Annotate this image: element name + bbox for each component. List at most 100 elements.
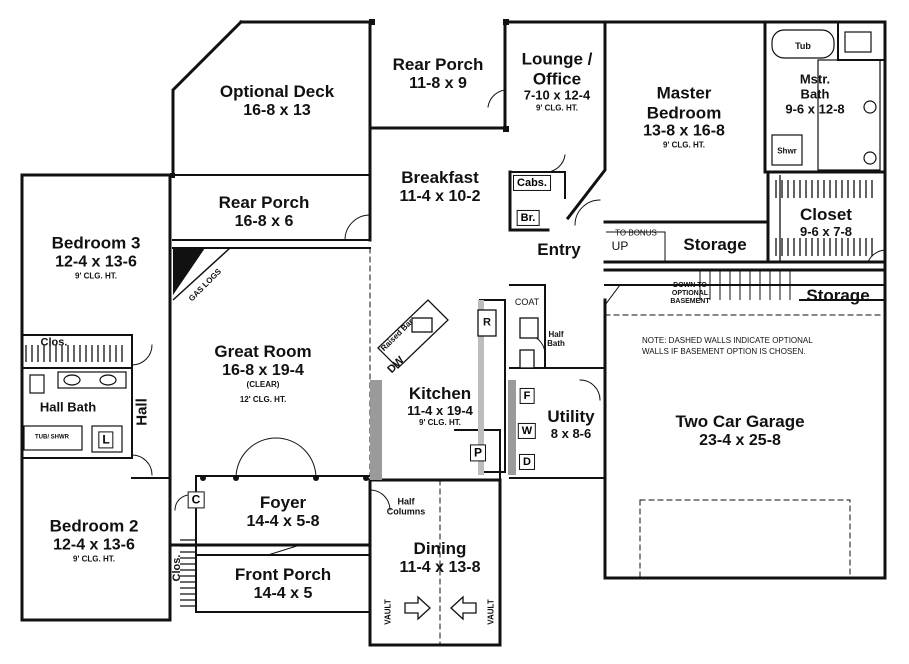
label-pantry: P xyxy=(469,444,487,462)
room-dims: 12-4 x 13-6 xyxy=(55,252,137,270)
room-name: Bedroom 2 xyxy=(49,516,139,536)
room-dims: 16-8 x 19-4 xyxy=(222,361,304,379)
label-dryer: D xyxy=(519,453,535,471)
room-name: Hall Bath xyxy=(39,399,97,415)
room-dims: 14-4 x 5-8 xyxy=(246,512,320,530)
room-dims: 16-8 x 6 xyxy=(234,212,294,230)
room-name: Optional Deck xyxy=(219,82,335,102)
room-dims: 12-4 x 13-6 xyxy=(53,535,135,553)
room-rear-porch-mid: Rear Porch 16-8 x 6 xyxy=(219,193,310,231)
label-to-bonus: TO BONUS xyxy=(615,228,657,238)
basement-note: NOTE: DASHED WALLS INDICATE OPTIONAL WAL… xyxy=(642,336,813,358)
room-name: Closet xyxy=(800,204,852,224)
label-coat: COAT xyxy=(514,296,540,307)
room-kitchen: Kitchen 11-4 x 19-4 9' CLG. HT. xyxy=(407,384,473,428)
label-freezer: F xyxy=(519,387,535,405)
label-half-columns: Half Columns xyxy=(387,497,426,518)
room-ceiling-height: 9' CLG. HT. xyxy=(419,418,461,428)
label-washer: W xyxy=(517,422,537,440)
room-name: Bedroom 3 xyxy=(51,233,141,253)
label-refrigerator: R xyxy=(483,316,491,329)
room-front-porch: Front Porch 14-4 x 5 xyxy=(235,565,331,603)
room-dims: 13-8 x 16-8 xyxy=(643,122,725,140)
room-dims: 11-4 x 19-4 xyxy=(407,402,473,418)
label-linen: L xyxy=(98,431,114,449)
label-broom-closet: Br. xyxy=(516,209,540,227)
room-name: Master xyxy=(656,83,712,103)
room-name: Mstr. xyxy=(799,71,831,87)
room-dims: 16-8 x 13 xyxy=(243,101,311,119)
room-half-bath: Half Bath xyxy=(547,330,565,348)
room-master-bath: Mstr. Bath 9-6 x 12-8 xyxy=(785,71,845,118)
room-ceiling-height: 9' CLG. HT. xyxy=(75,271,117,281)
room-name: Breakfast xyxy=(401,168,479,188)
room-hall: Hall xyxy=(133,398,151,426)
room-name: Rear Porch xyxy=(392,55,484,75)
room-closet: Closet 9-6 x 7-8 xyxy=(800,205,852,239)
room-storage-lower: Storage xyxy=(806,286,869,306)
label-down-basement-line2: OPTIONAL xyxy=(671,289,709,297)
room-name: Dining xyxy=(413,539,467,559)
room-storage-upper: Storage xyxy=(683,235,746,255)
room-name: Utility xyxy=(547,406,595,426)
room-foyer: Foyer 14-4 x 5-8 xyxy=(247,493,320,531)
room-dims: 8 x 8-6 xyxy=(550,425,592,441)
room-name: Storage xyxy=(806,286,870,306)
label-closet-c: C xyxy=(187,491,205,509)
room-breakfast: Breakfast 11-4 x 10-2 xyxy=(400,168,481,206)
room-dims: 7-10 x 12-4 xyxy=(523,87,591,103)
basement-note-line1: NOTE: DASHED WALLS INDICATE OPTIONAL xyxy=(642,336,813,345)
room-name-2: Bath xyxy=(547,339,565,348)
room-great-room: Great Room 16-8 x 19-4 (CLEAR) 12' CLG. … xyxy=(214,342,311,404)
room-dims: 23-4 x 25-8 xyxy=(699,431,781,449)
room-name: Foyer xyxy=(259,493,307,513)
room-name: Half xyxy=(548,329,564,339)
room-dims: 11-4 x 10-2 xyxy=(399,187,481,205)
room-dims: 14-4 x 5 xyxy=(253,584,313,602)
label-up: UP xyxy=(611,239,629,254)
room-name-2: Bath xyxy=(800,86,830,102)
room-name: Lounge / xyxy=(521,49,593,69)
room-master-bedroom: Master Bedroom 13-8 x 16-8 9' CLG. HT. xyxy=(643,84,725,151)
room-dims: 9-6 x 12-8 xyxy=(785,101,845,117)
room-name: Great Room xyxy=(214,341,312,361)
room-name: Storage xyxy=(683,235,747,255)
room-name: Two Car Garage xyxy=(675,412,805,432)
room-garage: Two Car Garage 23-4 x 25-8 xyxy=(675,412,804,450)
room-name: Rear Porch xyxy=(218,193,310,213)
room-rear-porch-top: Rear Porch 11-8 x 9 xyxy=(393,55,484,93)
room-bedroom-3: Bedroom 3 12-4 x 13-6 9' CLG. HT. xyxy=(52,233,141,280)
label-tub: Tub xyxy=(795,40,811,51)
room-name-2: Bedroom xyxy=(646,103,722,123)
room-dims: 9-6 x 7-8 xyxy=(799,223,853,239)
room-hall-bath: Hall Bath xyxy=(39,399,97,416)
label-closet-top: Clos. xyxy=(40,336,68,349)
room-optional-deck: Optional Deck 16-8 x 13 xyxy=(220,82,334,120)
room-ceiling-height: 9' CLG. HT. xyxy=(73,554,115,564)
label-vault-right: VAULT xyxy=(486,599,496,625)
room-ceiling-height: 12' CLG. HT. xyxy=(239,394,287,404)
room-ceiling-height: 9' CLG. HT. xyxy=(663,141,705,151)
label-down-basement-line1: DOWN TO xyxy=(673,281,707,289)
label-half-columns-line1: Half xyxy=(397,496,415,507)
room-ceiling-height: 9' CLG. HT. xyxy=(536,103,578,113)
room-entry: Entry xyxy=(537,240,580,260)
room-name-2: Office xyxy=(532,68,582,88)
label-shower: Shwr xyxy=(777,146,797,156)
label-down-basement: DOWN TO OPTIONAL BASEMENT xyxy=(670,282,709,306)
label-cabinets: Cabs. xyxy=(513,174,551,192)
label-down-basement-line3: BASEMENT xyxy=(670,298,710,306)
room-utility: Utility 8 x 8-6 xyxy=(547,407,594,441)
label-closet-side: Clos. xyxy=(171,554,183,582)
label-vault-left: VAULT xyxy=(383,599,393,625)
room-name: Front Porch xyxy=(234,565,332,585)
basement-note-line2: WALLS IF BASEMENT OPTION IS CHOSEN. xyxy=(642,346,806,356)
room-name: Kitchen xyxy=(408,384,472,404)
room-bedroom-2: Bedroom 2 12-4 x 13-6 9' CLG. HT. xyxy=(50,516,139,563)
room-name: Entry xyxy=(537,240,581,260)
room-dims: 11-8 x 9 xyxy=(409,74,467,92)
room-lounge-office: Lounge / Office 7-10 x 12-4 9' CLG. HT. xyxy=(522,49,593,112)
room-dining: Dining 11-4 x 13-8 xyxy=(400,539,481,577)
